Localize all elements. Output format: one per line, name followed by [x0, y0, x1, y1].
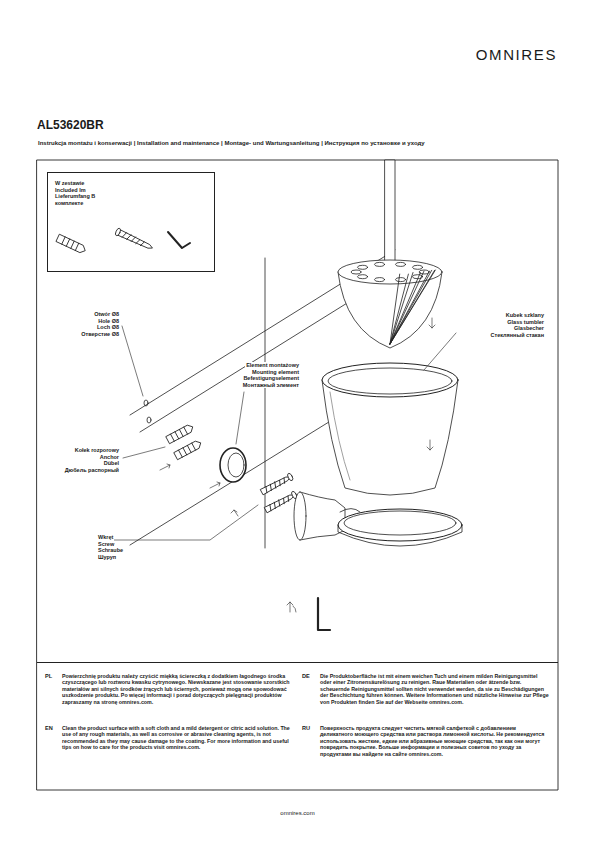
included-parts-part	[114, 228, 154, 252]
part-label: Дюбель распорный	[64, 467, 120, 474]
screws-part	[231, 510, 238, 516]
holder-part	[294, 492, 306, 540]
holder-part	[338, 525, 462, 546]
brush-bristles-part	[390, 270, 435, 344]
toilet-brush	[338, 160, 442, 348]
brush-bristles-part	[375, 262, 385, 266]
wall-anchors-part-part	[174, 439, 202, 459]
care-text: Die Produktoberfläche ist mit einem weic…	[320, 673, 550, 705]
brush-bristles-part	[413, 265, 423, 269]
brush-bristles-part	[396, 278, 406, 282]
included-parts-part-part	[114, 228, 121, 237]
mounting-element-part	[228, 453, 244, 477]
screws-part-part	[261, 474, 292, 494]
brush-bristles-part	[390, 270, 435, 344]
care-text: Clean the product surface with a soft cl…	[62, 725, 290, 751]
part-label: Шуруп	[97, 554, 117, 561]
wall-anchors-part	[174, 439, 202, 459]
brush-bristles-part	[358, 275, 368, 279]
glass-tumbler	[322, 333, 458, 495]
holder-part	[344, 511, 456, 535]
mounting-element-part	[210, 482, 220, 488]
screws-part-part	[287, 473, 294, 482]
screws-part-part	[265, 492, 296, 512]
glass-tumbler-part	[427, 440, 433, 450]
hex-key	[287, 598, 330, 630]
footer-url: omnires.com	[279, 810, 315, 817]
included-parts	[56, 228, 190, 255]
included-parts-part-part	[56, 234, 87, 254]
glass-tumbler-part	[424, 333, 456, 370]
screws	[98, 473, 298, 540]
mounting-element-part	[236, 392, 244, 444]
brush-bristles-part	[375, 278, 385, 282]
subtitle: Instrukcja montażu i konserwacji | Insta…	[37, 140, 426, 147]
brush-bristles-part	[358, 265, 368, 269]
screws-part	[260, 473, 294, 496]
drill-holes	[122, 326, 151, 423]
mounting-element-part	[220, 448, 246, 482]
part-label: Стеклянный стакан	[490, 332, 545, 339]
wall-anchors-part	[160, 464, 170, 470]
brush-bristles-part	[390, 273, 420, 345]
screws-part	[98, 505, 258, 540]
included-box: W zestawie Included Im Lieferumfang В ко…	[47, 172, 215, 272]
toilet-brush-part	[385, 160, 395, 268]
brush-bristles-part	[413, 275, 423, 279]
brush-bristles-part	[390, 271, 429, 344]
wall-anchors-part-part	[179, 443, 196, 457]
drill-holes-part	[144, 400, 148, 406]
frame-part	[37, 160, 558, 790]
hex-key-part	[287, 602, 296, 612]
language-code: RU	[302, 725, 310, 731]
included-parts-part	[168, 232, 190, 248]
part-label: Монтажный элемент	[242, 382, 300, 389]
toilet-brush-part	[429, 318, 435, 328]
language-code: EN	[45, 725, 53, 731]
brush-bristles-part	[390, 274, 408, 344]
screws-part-part	[264, 477, 286, 493]
included-parts-part-part	[117, 229, 154, 250]
holder	[294, 492, 462, 546]
screws-part-part	[268, 495, 290, 511]
drill-holes-part	[147, 417, 151, 423]
language-code: PL	[45, 673, 52, 679]
brush-bristles-part	[390, 270, 432, 344]
screws-part	[264, 491, 298, 514]
glass-tumbler-part	[322, 363, 458, 397]
care-notes: PL Powierzchnię produktu należy czyścić m…	[37, 662, 558, 790]
glass-tumbler-part	[330, 392, 350, 480]
wall-anchors-part	[123, 447, 165, 458]
product-code: AL53620BR	[37, 118, 104, 132]
brush-bristles-part	[419, 270, 429, 274]
included-parts-part-part	[62, 237, 79, 251]
wall-anchors	[123, 423, 203, 470]
brush-bristles-part	[390, 271, 424, 344]
included-parts-part	[56, 234, 87, 254]
hex-key-part	[318, 598, 330, 630]
holder-part	[340, 509, 360, 513]
brand-logo: OMNIRES	[475, 46, 558, 64]
part-label: Отверстие Ø8	[80, 331, 120, 338]
care-text: Поверхность продукта следует чистить мяг…	[320, 725, 550, 757]
holder-part	[338, 509, 462, 541]
included-parts-part-part	[122, 232, 144, 247]
brush-bristles-part	[396, 262, 406, 266]
wall-anchors-part-part	[166, 423, 194, 443]
drill-holes-part	[122, 326, 143, 396]
brush-bristles-part	[351, 270, 361, 274]
brush-bristles	[351, 262, 435, 344]
glass-tumbler-part	[328, 368, 452, 394]
box-heading: W zestawie Included Im Lieferumfang В ко…	[55, 180, 105, 206]
frame	[37, 160, 558, 790]
language-code: DE	[302, 673, 310, 679]
holder-part	[300, 492, 345, 540]
wall-anchors-part	[166, 423, 194, 443]
wall-part	[265, 258, 266, 548]
care-text: Powierzchnię produktu należy czyścić mię…	[62, 673, 290, 705]
mounting-element	[210, 392, 246, 488]
wall-anchors-part-part	[171, 427, 188, 441]
